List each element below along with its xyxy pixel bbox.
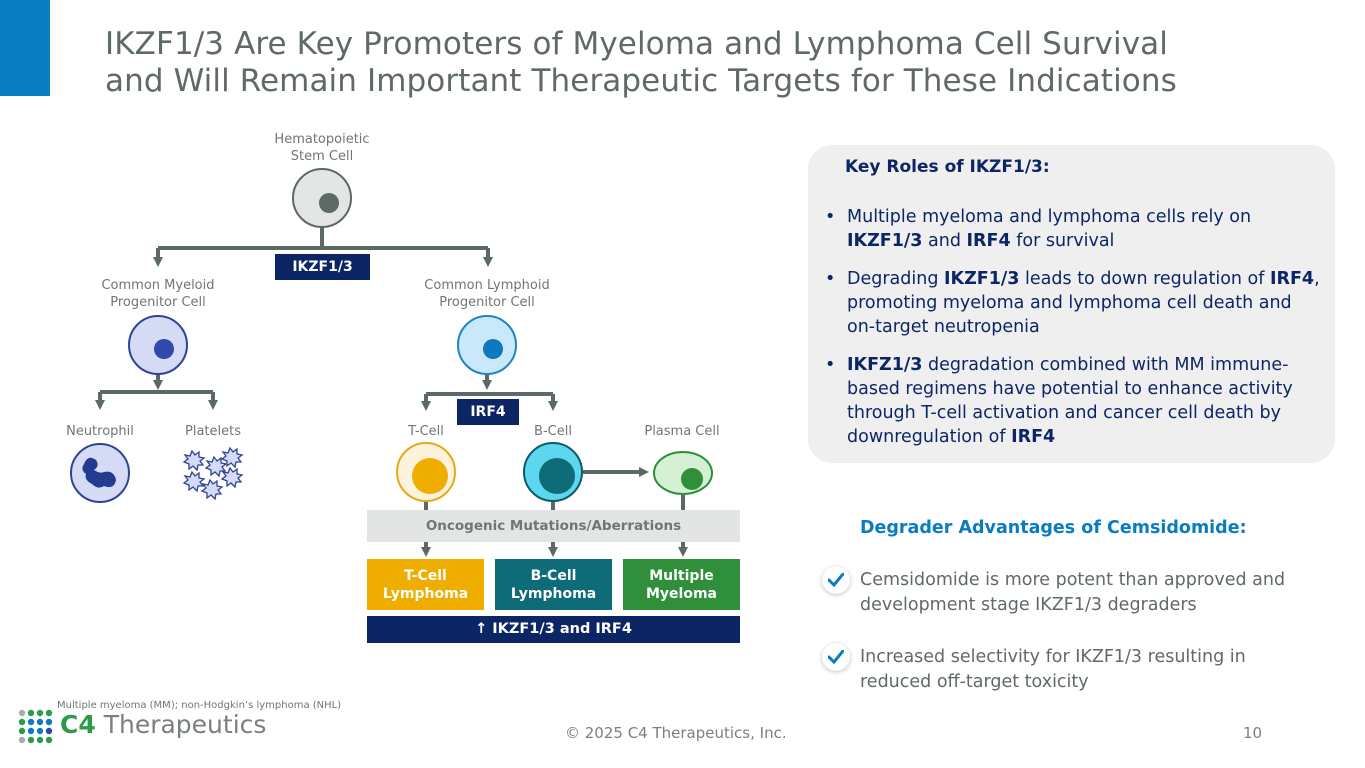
title-line-1: IKZF1/3 Are Key Promoters of Myeloma and… bbox=[105, 26, 1168, 62]
accent-bar bbox=[0, 0, 50, 96]
slide-title: IKZF1/3 Are Key Promoters of Myeloma and… bbox=[105, 26, 1305, 100]
c4-logo-dots-icon bbox=[18, 709, 53, 744]
checkmark-icon bbox=[822, 643, 850, 671]
footnote: Multiple myeloma (MM); non-Hodgkin’s lym… bbox=[57, 700, 342, 711]
ikzf-tag: IKZF1/3 bbox=[275, 254, 370, 280]
bullet-icon: • bbox=[825, 207, 836, 227]
key-role-bullet: •Degrading IKZF1/3 leads to down regulat… bbox=[825, 269, 1320, 337]
hematopoietic-stem-cell-icon bbox=[292, 168, 352, 228]
plasma-cell-icon bbox=[653, 451, 713, 495]
cmp-label: Common Myeloid Progenitor Cell bbox=[101, 278, 215, 310]
bullet-icon: • bbox=[825, 269, 836, 289]
platelets-icon bbox=[182, 446, 244, 501]
key-role-bullet: •IKFZ1/3 degradation combined with MM im… bbox=[825, 355, 1293, 447]
key-roles-list: •Multiple myeloma and lymphoma cells rel… bbox=[820, 205, 1320, 463]
title-line-2: and Will Remain Important Therapeutic Ta… bbox=[105, 63, 1177, 99]
t-cell-label: T-Cell bbox=[408, 424, 444, 439]
key-roles-title: Key Roles of IKZF1/3: bbox=[845, 157, 1050, 177]
c4-logo: C4 Therapeutics bbox=[60, 710, 267, 739]
advantage-item: Increased selectivity for IKZF1/3 result… bbox=[860, 647, 1246, 692]
bullet-icon: • bbox=[825, 355, 836, 375]
t-cell-icon bbox=[396, 442, 456, 502]
page-number: 10 bbox=[1243, 724, 1263, 742]
irf4-tag: IRF4 bbox=[457, 399, 519, 425]
increase-ikzf-irf4-bar: ↑ IKZF1/3 and IRF4 bbox=[367, 616, 740, 643]
key-role-bullet: •Multiple myeloma and lymphoma cells rel… bbox=[825, 207, 1252, 251]
advantage-item: Cemsidomide is more potent than approved… bbox=[860, 570, 1286, 615]
myeloid-progenitor-cell-icon bbox=[128, 315, 188, 375]
neutrophil-icon bbox=[70, 443, 130, 503]
advantages-title: Degrader Advantages of Cemsidomide: bbox=[860, 518, 1247, 538]
neutrophil-label: Neutrophil bbox=[66, 424, 134, 439]
plasma-cell-label: Plasma Cell bbox=[644, 424, 720, 439]
oncogenic-mutations-bar: Oncogenic Mutations/Aberrations bbox=[367, 510, 740, 542]
copyright: © 2025 C4 Therapeutics, Inc. bbox=[565, 724, 787, 742]
hsc-label: Hematopoietic Stem Cell bbox=[274, 132, 370, 164]
checkmark-icon bbox=[822, 566, 850, 594]
lymphoid-progenitor-cell-icon bbox=[457, 315, 517, 375]
key-roles-panel bbox=[808, 145, 1335, 463]
clp-label: Common Lymphoid Progenitor Cell bbox=[424, 278, 550, 310]
platelets-label: Platelets bbox=[185, 424, 241, 439]
cell-lineage-diagram bbox=[70, 168, 713, 557]
b-cell-icon bbox=[523, 442, 583, 502]
b-cell-label: B-Cell bbox=[534, 424, 572, 439]
